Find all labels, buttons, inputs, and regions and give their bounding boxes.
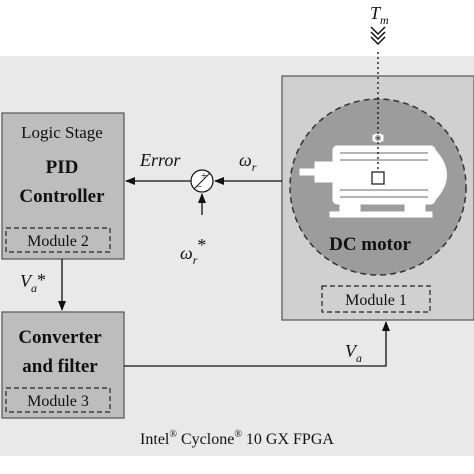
omega-r-label: ωr xyxy=(239,150,257,174)
pid-controller-block xyxy=(1,112,125,260)
va-output-arrow xyxy=(124,321,390,367)
torque-chevrons-icon xyxy=(370,26,386,46)
module-3-label: Module 3 xyxy=(27,393,89,410)
omega-ref-label: ωr* xyxy=(180,235,206,267)
error-label: Error xyxy=(139,150,181,170)
sum-minus-sign: − xyxy=(196,181,202,193)
module-1-label: Module 1 xyxy=(345,292,407,309)
sum-plus-sign: + xyxy=(201,170,207,182)
converter-title-line2: and filter xyxy=(22,356,98,377)
tm-label: Tm xyxy=(370,3,389,27)
module-3-box xyxy=(5,387,111,413)
module-1-box xyxy=(321,285,431,313)
logic-stage-caption: Logic Stage xyxy=(21,123,103,142)
dc-motor-title: DC motor xyxy=(329,234,411,255)
torque-sensor-square xyxy=(371,171,385,185)
module-2-box xyxy=(5,227,111,253)
pid-title-line1: PID xyxy=(46,157,79,178)
fpga-label: Intel® Cyclone® 10 GX FPGA xyxy=(140,429,334,448)
summing-junction-slash xyxy=(193,172,211,190)
va-star-label: Va* xyxy=(20,270,46,295)
converter-filter-block xyxy=(1,311,125,419)
pid-title-line2: Controller xyxy=(19,186,105,207)
va-label: Va xyxy=(345,341,362,365)
converter-title-line1: Converter xyxy=(18,327,102,348)
module-2-label: Module 2 xyxy=(27,233,89,250)
